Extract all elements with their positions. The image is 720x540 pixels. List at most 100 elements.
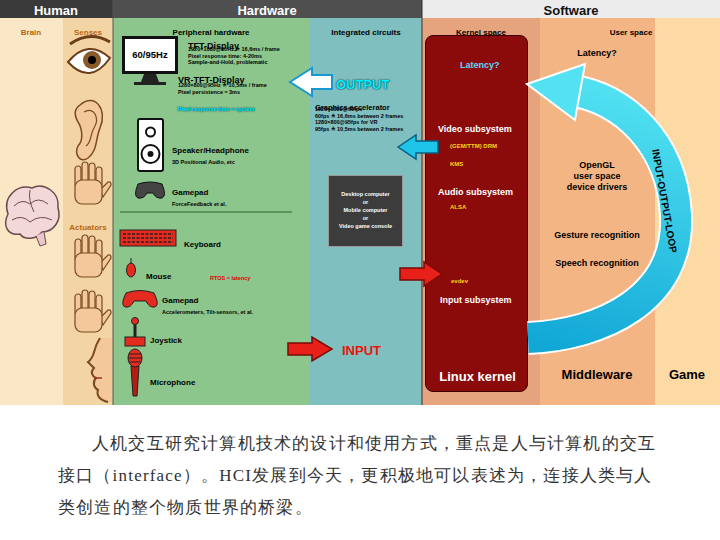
- device-name: Keyboard: [184, 240, 221, 250]
- input-arrow: [288, 337, 332, 361]
- speaker-icon: [138, 119, 163, 171]
- header-bar: Software: [422, 0, 720, 18]
- middleware-item: OpenGL user space device drivers: [567, 160, 628, 192]
- device-spec: ForceFeedback et al.: [172, 201, 226, 208]
- subsystem-name: Audio subsystem: [438, 187, 513, 198]
- microphone-icon: [128, 349, 142, 396]
- divider-line: [120, 212, 292, 213]
- brain-figure: [12, 190, 52, 222]
- brain-figure: [6, 186, 59, 238]
- layer-title: Linux kernel: [439, 369, 516, 385]
- column-band: Brain: [0, 18, 63, 405]
- hand-figure: [75, 290, 111, 332]
- eye-figure: [68, 49, 110, 73]
- chip-spec: 1920×1080@60fps 60fps ≙ 16,6ms between 2…: [315, 106, 403, 132]
- microphone-icon: [131, 366, 139, 396]
- brain-figure: [6, 186, 59, 246]
- flow-label: OUTPUT: [336, 77, 389, 93]
- group-label: Actuators: [69, 223, 106, 233]
- loop-arrow: [528, 91, 676, 338]
- gamepad-icon: [123, 291, 158, 308]
- microphone-icon: [128, 354, 142, 362]
- column-band: Peripheral hardwareTFT-Display1920×1080@…: [113, 18, 310, 405]
- column-heading: Peripheral hardware: [173, 28, 250, 38]
- mouth-figure: [88, 338, 112, 402]
- column-heading: Kernel space: [456, 28, 506, 38]
- mouse-icon: [127, 263, 136, 277]
- device-name: Speaker/Headphone: [172, 146, 249, 156]
- eye-figure: [88, 56, 96, 64]
- column-band: Kernel spaceLatency? Video subsystem (GEM/…: [422, 18, 540, 405]
- device-name: Mouse: [146, 272, 171, 282]
- device-name: Microphone: [150, 378, 195, 388]
- device-name: Joystick: [150, 336, 182, 346]
- device-box: Desktop computer or Mobile computer or V…: [328, 175, 403, 247]
- eye-figure: [70, 36, 110, 44]
- header-title: Hardware: [237, 3, 296, 19]
- header-title: Human: [34, 3, 78, 19]
- speaker-icon: [148, 151, 154, 157]
- column-heading: User space: [610, 28, 653, 38]
- caption-text: 人机交互研究计算机技术的设计和使用方式，重点是人与计算机的交互接口（interf…: [58, 428, 664, 524]
- speaker-icon: [142, 145, 160, 163]
- mouse-icon: [127, 258, 136, 277]
- speaker-icon: [138, 119, 163, 171]
- brain-figure: [36, 232, 46, 246]
- driver-name: evdev: [451, 278, 468, 285]
- joystick-icon: [134, 323, 137, 337]
- mouth-figure: [88, 338, 108, 402]
- kernel-box: Latency?Video subsystem(GEM/TTM) DRMKMSA…: [425, 35, 528, 392]
- gamepad-icon: [136, 182, 165, 198]
- column-band: Integrated circuitsOUTPUTGraphics accele…: [310, 18, 422, 405]
- subsystem-name: Input subsystem: [440, 295, 512, 306]
- joystick-icon: [125, 318, 145, 347]
- mouse-icon: [131, 258, 132, 263]
- display-icon: 60/95Hz: [122, 36, 178, 74]
- device-note: RTOS = latency: [210, 275, 250, 282]
- monitor-stand: [141, 74, 159, 82]
- loop-arrow: [527, 64, 585, 120]
- column-band: SensesActuators: [63, 18, 113, 405]
- keyboard-icon: [123, 234, 173, 242]
- evdev-arrow: [400, 262, 442, 286]
- device-note: Pixel response time ≈ system: [178, 106, 255, 113]
- keyboard-icon: [120, 230, 176, 246]
- joystick-icon: [125, 337, 145, 346]
- eye-figure: [83, 51, 101, 69]
- mouth-figure: [88, 338, 112, 402]
- middleware-item: Gesture recognition: [554, 230, 640, 241]
- monitor-stand: [134, 74, 166, 85]
- loop-arrow: [527, 64, 676, 338]
- column-band: User spaceINPUT-OUTPUT-LOOPLatency?OpenG…: [540, 18, 720, 405]
- evdev-arrow: [400, 262, 442, 286]
- subsystem-name: Video subsystem: [438, 124, 512, 135]
- gamepad-icon: [123, 291, 158, 308]
- hand-figure: [75, 162, 111, 332]
- device-spec: Accelerometers, Tilt-sensors, et al.: [162, 309, 253, 316]
- device-list: Desktop computer or Mobile computer or V…: [339, 191, 392, 231]
- ear-figure: [75, 101, 102, 160]
- divider-line: [422, 0, 423, 405]
- monitor-stand: [134, 82, 166, 85]
- header-bar: Hardware: [113, 0, 422, 18]
- column-heading: Integrated circuits: [331, 28, 400, 38]
- device-name: Gamepad: [162, 296, 198, 306]
- device-spec: 1280×800@95Hz ≙ 10,5ms / frame Pixel per…: [178, 82, 267, 95]
- joystick-icon: [132, 318, 139, 325]
- video-arrow: [398, 135, 438, 159]
- column-band: Latency? OpenGL user space device drivers…: [540, 18, 655, 405]
- video-arrow: [398, 135, 438, 159]
- latency-note: Latency?: [460, 60, 500, 71]
- gamepad-icon: [136, 182, 165, 198]
- driver-name: (GEM/TTM) DRM: [450, 143, 497, 150]
- eye-figure: [68, 36, 110, 73]
- header-bar: Human: [0, 0, 113, 18]
- ear-figure: [75, 101, 102, 160]
- keyboard-icon: [120, 230, 176, 246]
- loop-arrow: [528, 91, 676, 338]
- header-title: Software: [544, 3, 599, 19]
- latency-note: Latency?: [577, 48, 617, 59]
- divider-line: [113, 0, 114, 405]
- column-heading: Senses: [74, 28, 102, 38]
- hand-figure: [75, 162, 111, 204]
